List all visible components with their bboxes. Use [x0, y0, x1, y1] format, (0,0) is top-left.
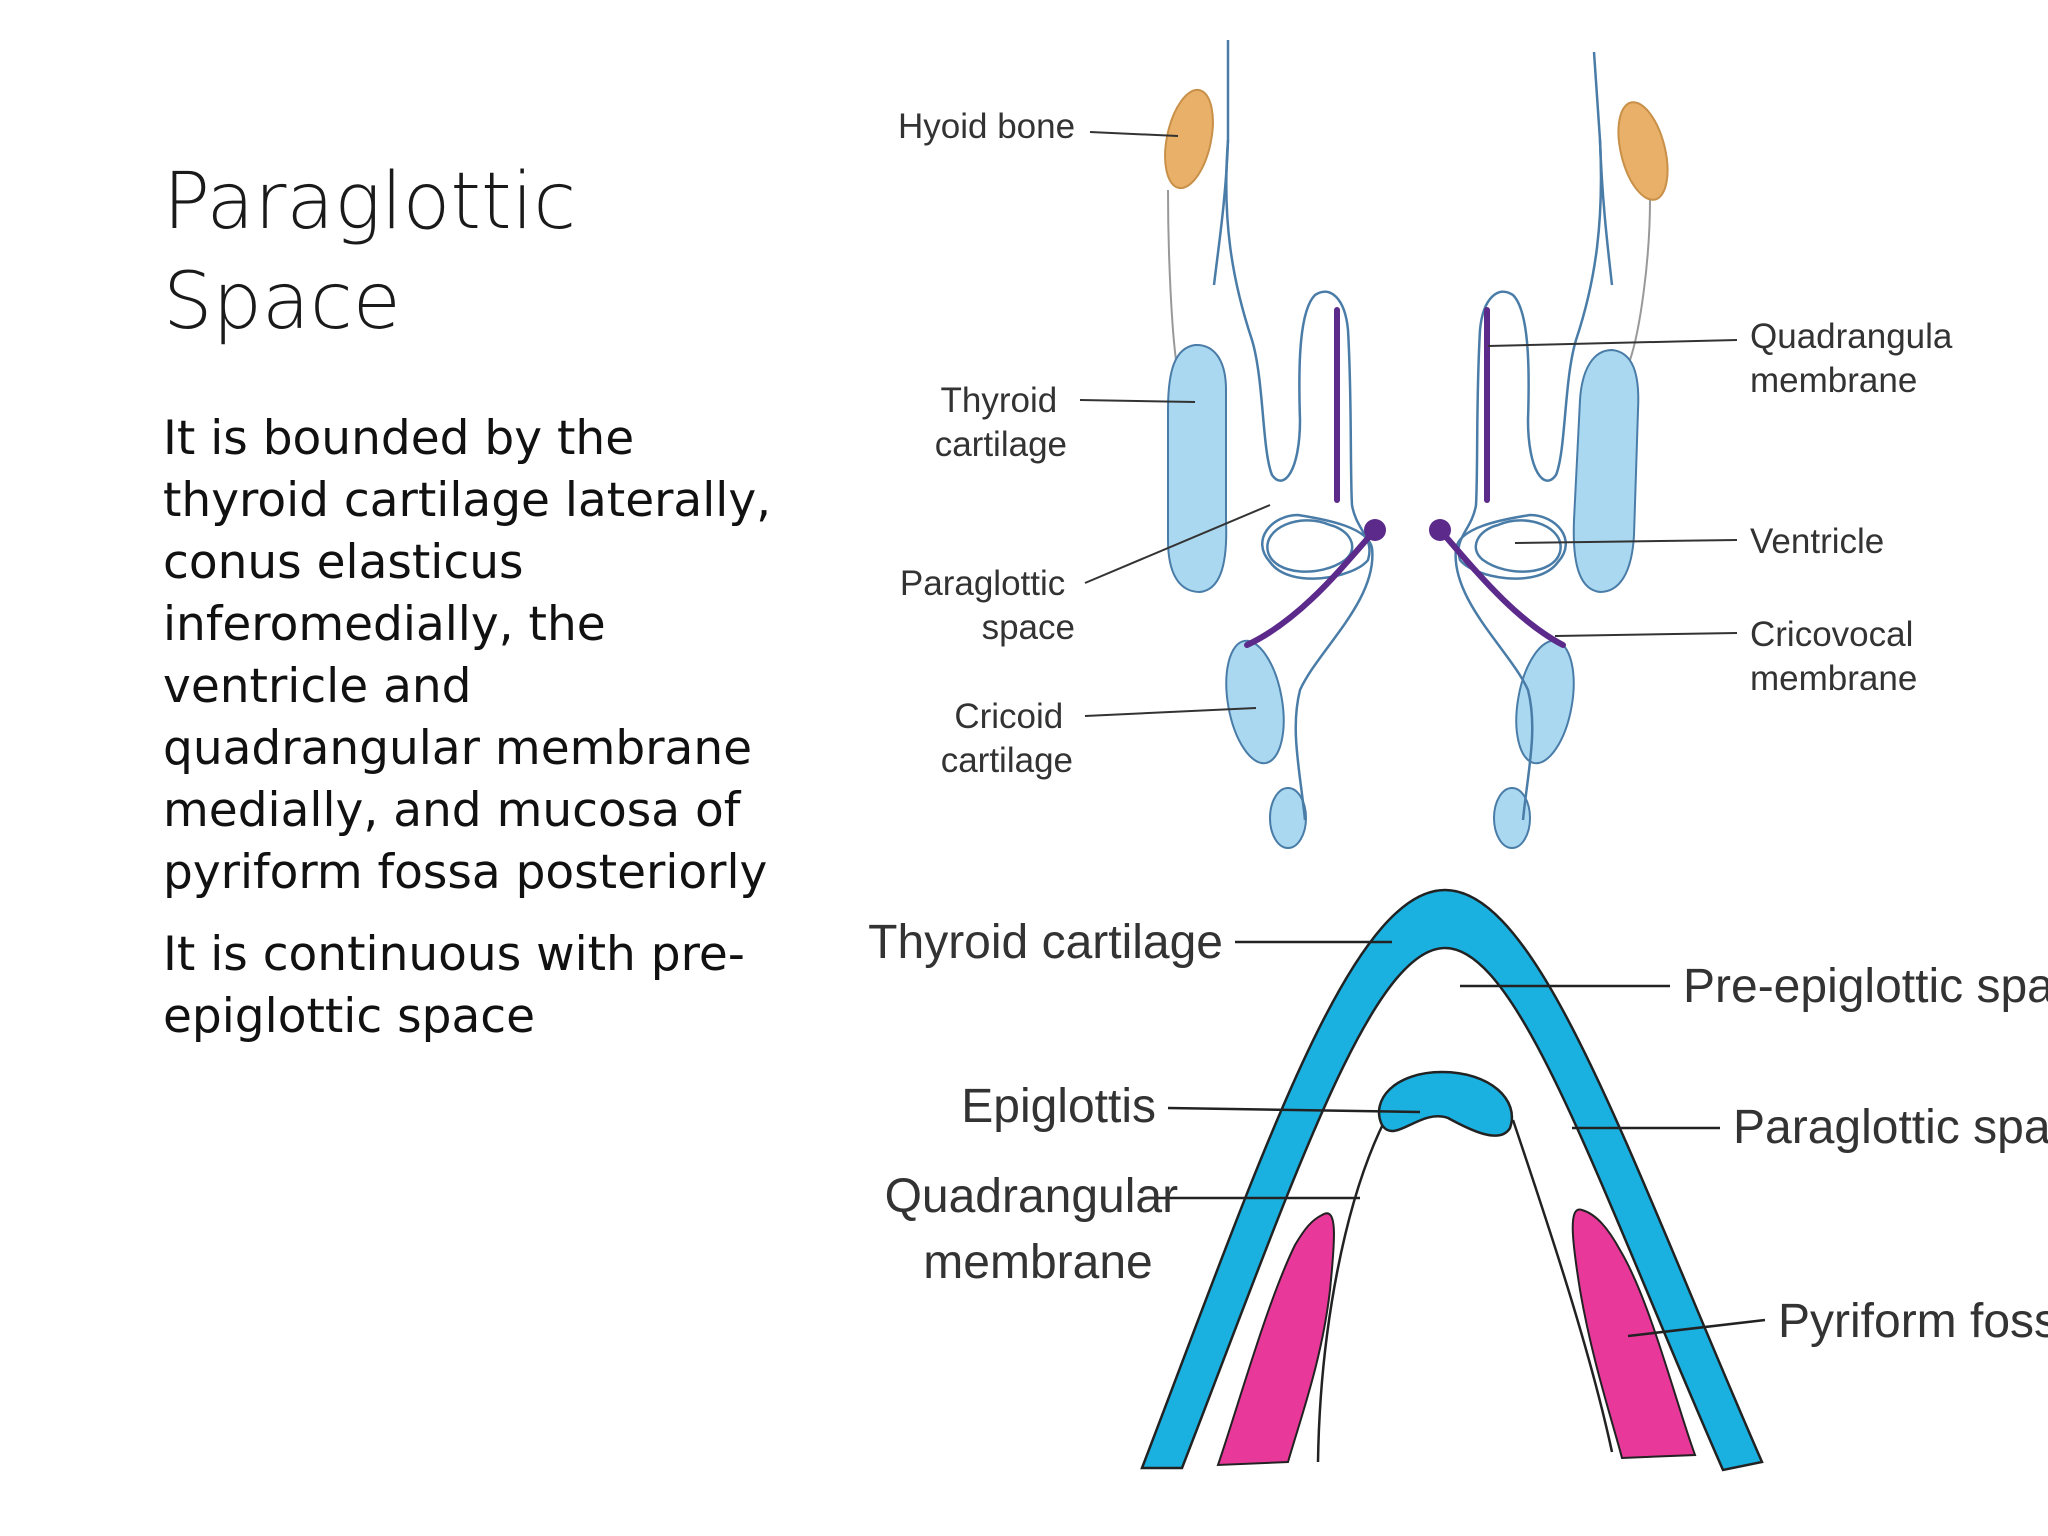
quadrangular-membrane-left-line: [1316, 1119, 1387, 1463]
body-text: It is bounded by the thyroid cartilage l…: [163, 408, 803, 1068]
paraglottic-space-label: Paraglottic space: [900, 564, 1075, 647]
coronal-leaders: [1079, 131, 1738, 717]
label-line: membrane: [1750, 659, 1917, 698]
ventricle-right: [1474, 519, 1562, 573]
coronal-diagram: Hyoid bone Thyroid cartilage Paraglottic…: [898, 40, 1962, 849]
label-line: membrane: [1750, 361, 1917, 400]
thyroid-cartilage-axial-label: Thyroid cartilage: [868, 916, 1223, 969]
cricoid-cartilage-left: [1225, 639, 1285, 765]
epiglottis: [1377, 1070, 1514, 1137]
text-line: pyriform fossa posteriorly: [163, 845, 768, 900]
quadrangular-membrane-right-line: [1511, 1119, 1614, 1453]
thyroid-cartilage-arch: [1140, 888, 1764, 1472]
pyriform-fossa-label: Pyriform fossa: [1778, 1295, 2048, 1348]
vocal-ligament-right: [1429, 519, 1451, 541]
cricovocal-membrane-left: [1244, 527, 1378, 648]
slide-title: Paraglottic Space: [163, 152, 763, 352]
cricoid-cartilage-label: Cricoid cartilage: [941, 697, 1073, 780]
hyoid-bone-label: Hyoid bone: [898, 107, 1075, 146]
label-line: Quadrangular: [885, 1170, 1179, 1223]
axial-leaders: [1145, 940, 1766, 1338]
leader-pyriform: [1627, 1318, 1766, 1338]
leader-cricovocal: [1554, 632, 1738, 637]
cricoid-cartilage-right: [1515, 639, 1575, 765]
leader-quadrangular: [1487, 339, 1738, 347]
hyoid-bone-right: [1617, 101, 1669, 201]
leader-cricoid: [1084, 707, 1257, 717]
vocal-ligament-left: [1364, 519, 1386, 541]
thyroid-cartilage-label: Thyroid cartilage: [935, 381, 1067, 464]
pyriform-fossa-right: [1571, 1208, 1697, 1460]
label-line: Cricovocal: [1750, 615, 1913, 654]
mucosa-right: [1454, 139, 1603, 821]
title-line: Paraglottic: [163, 157, 577, 247]
text-line: ventricle and: [163, 659, 472, 714]
label-line: space: [982, 608, 1075, 647]
label-line: Thyroid: [941, 381, 1058, 420]
leader-thyroid: [1079, 399, 1196, 403]
trachea-ring-left: [1269, 787, 1307, 849]
quadrangular-membrane-axial-label: Quadrangular membrane: [885, 1170, 1192, 1289]
bounded-paragraph: It is bounded by the thyroid cartilage l…: [163, 408, 803, 904]
text-line: medially, and mucosa of: [163, 783, 741, 838]
leader-hyoid: [1089, 131, 1179, 137]
text-line: It is bounded by the: [163, 411, 635, 466]
cricovocal-membrane-right: [1437, 527, 1566, 648]
trachea-ring-right: [1493, 787, 1531, 849]
label-line: Paraglottic: [900, 564, 1065, 603]
label-line: Cricoid: [954, 697, 1063, 736]
thyroid-cartilage-right: [1572, 348, 1640, 594]
ventricle-left: [1266, 519, 1354, 573]
text-line: inferomedially, the: [163, 597, 606, 652]
thyroid-cartilage-left: [1167, 343, 1228, 594]
label-line: membrane: [923, 1236, 1152, 1289]
epiglottis-label: Epiglottis: [961, 1080, 1156, 1133]
text-line: conus elasticus: [163, 535, 524, 590]
axial-diagram: Thyroid cartilage Pre-epiglottic space E…: [868, 888, 2048, 1472]
paraglottic-space-axial-label: Paraglottic space: [1733, 1101, 2048, 1154]
text-line: epiglottic space: [163, 989, 536, 1044]
leader-paraglottic: [1084, 504, 1271, 584]
label-line: cartilage: [941, 741, 1073, 780]
label-line: Quadrangula: [1750, 317, 1953, 356]
pre-epiglottic-space-label: Pre-epiglottic space: [1683, 960, 2048, 1013]
hyoid-membrane-left: [1167, 189, 1177, 361]
text-line: It is continuous with pre-: [163, 927, 745, 982]
ventricle-label: Ventricle: [1750, 522, 1884, 561]
leader-ventricle: [1514, 539, 1738, 544]
quadrangular-membrane-label: Quadrangula membrane: [1750, 317, 1962, 400]
hyoid-bone-left: [1164, 88, 1214, 190]
text-line: thyroid cartilage laterally,: [163, 473, 772, 528]
pyriform-fossa-left: [1216, 1212, 1335, 1467]
label-line: cartilage: [935, 425, 1067, 464]
cricovocal-membrane-label: Cricovocal membrane: [1750, 615, 1923, 698]
mucosa-left: [1225, 139, 1374, 821]
text-line: quadrangular membrane: [163, 721, 753, 776]
continuous-paragraph: It is continuous with pre- epiglottic sp…: [163, 924, 803, 1048]
title-line: Space: [163, 257, 401, 347]
leader-epiglottis: [1167, 1106, 1421, 1114]
hyoid-membrane-right: [1629, 199, 1651, 361]
